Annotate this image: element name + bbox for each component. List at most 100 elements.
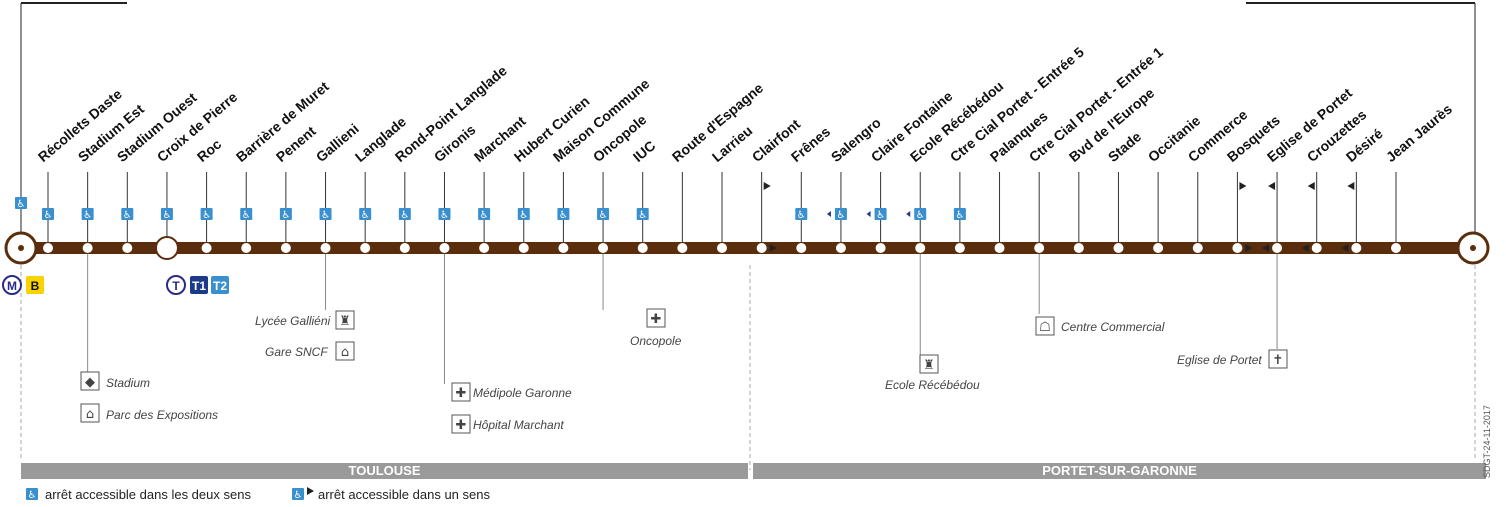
tram-icon-label: T xyxy=(172,279,180,293)
accessible-both-icon-glyph: ♿ xyxy=(559,210,568,221)
accessible-one-icon xyxy=(834,208,847,220)
accessible-both-icon-glyph: ♿ xyxy=(242,210,251,221)
legend-accessible-one-icon-glyph: ♿ xyxy=(294,490,303,501)
accessible-both-icon-glyph: ♿ xyxy=(955,210,964,221)
accessible-both-icon-glyph: ♿ xyxy=(797,210,806,221)
legend-direction-arrow xyxy=(307,487,314,495)
line-track xyxy=(21,242,1473,254)
direction-arrow-icon xyxy=(906,211,911,217)
poi-label-oncopole: Oncopole xyxy=(630,334,682,348)
poi-label-eglise: Eglise de Portet xyxy=(1177,353,1262,367)
accessible-both-icon-glyph: ♿ xyxy=(480,210,489,221)
shop-icon-glyph: ☖ xyxy=(1039,320,1051,335)
stop-dot xyxy=(756,243,767,253)
accessible-both-icon xyxy=(636,208,649,220)
accessible-both-icon xyxy=(478,208,491,220)
stop-dot xyxy=(43,243,53,253)
accessible-both-icon xyxy=(279,208,292,220)
museum-icon-glyph: ⌂ xyxy=(86,407,94,422)
accessible-both-icon xyxy=(81,208,94,220)
stop-dot xyxy=(320,243,331,253)
stop-dot xyxy=(1192,243,1203,253)
school-icon xyxy=(335,310,355,330)
hospital-icon-2 xyxy=(451,414,471,434)
accessible-both-icon-glyph: ♿ xyxy=(638,210,647,221)
poi-label-centre-commercial: Centre Commercial xyxy=(1061,320,1165,334)
stop-dot xyxy=(280,243,291,253)
accessible-one-icon-glyph: ♿ xyxy=(876,210,885,221)
direction-flag xyxy=(1268,182,1276,190)
stop-dot xyxy=(399,243,410,253)
stop-dot xyxy=(360,243,371,253)
poi-label-medipole: Médipole Garonne xyxy=(473,386,572,400)
accessible-both-icon xyxy=(953,208,966,220)
stop-dot xyxy=(994,243,1005,253)
accessible-one-icon xyxy=(874,208,887,220)
direction-flag xyxy=(1307,182,1315,190)
direction-flag xyxy=(763,182,771,190)
accessible-one-icon-glyph: ♿ xyxy=(836,210,845,221)
legend-accessible-one-icon xyxy=(292,488,304,500)
church-icon xyxy=(1268,349,1288,369)
stop-dot xyxy=(717,243,727,253)
terminus-dot xyxy=(1470,245,1476,251)
accessible-both-icon xyxy=(240,208,253,220)
accessible-both-icon xyxy=(359,208,372,220)
accessible-both-icon-glyph: ♿ xyxy=(83,210,92,221)
accessible-both-icon xyxy=(517,208,530,220)
stop-dot xyxy=(1232,243,1243,253)
accessible-both-icon-glyph: ♿ xyxy=(44,210,53,221)
tram-line-badge-1-label: T1 xyxy=(192,279,206,293)
accessible-both-icon xyxy=(398,208,411,220)
accessible-both-icon xyxy=(160,208,173,220)
legend-accessible-both-icon-glyph: ♿ xyxy=(28,490,37,501)
stop-dot xyxy=(796,243,807,253)
stop-dot xyxy=(1272,243,1283,253)
hospital-icon xyxy=(451,382,471,402)
commune-label-right: PORTET-SUR-GARONNE xyxy=(1042,463,1197,478)
accessible-both-icon xyxy=(319,208,332,220)
train-icon-glyph: ⌂ xyxy=(341,345,349,360)
tram-line-badge-2 xyxy=(211,276,229,294)
tram-line-badge-1 xyxy=(190,276,208,294)
tram-icon xyxy=(166,275,186,295)
school-icon-2-glyph: ♜ xyxy=(923,358,935,373)
accessible-both-icon-glyph: ♿ xyxy=(519,210,528,221)
metro-line-badge xyxy=(26,276,44,294)
commune-band-left xyxy=(21,463,748,479)
museum-icon xyxy=(80,403,100,423)
direction-flag xyxy=(1347,182,1355,190)
health-icon xyxy=(646,308,666,328)
stop-dot xyxy=(558,243,569,253)
accessible-both-icon xyxy=(557,208,570,220)
stop-dot xyxy=(518,243,529,253)
track-arrow xyxy=(1262,244,1270,252)
document-code: SDGT-24-11-2017 xyxy=(1482,405,1492,478)
health-icon-glyph: ✚ xyxy=(651,312,662,327)
stop-dot xyxy=(1391,243,1401,253)
school-icon-glyph: ♜ xyxy=(339,314,351,329)
commune-band-right xyxy=(753,463,1486,479)
poi-label-parc-expositions: Parc des Expositions xyxy=(106,408,219,422)
accessible-terminus-icon xyxy=(15,197,27,209)
poi-label-lycee-gallieni: Lycée Galliéni xyxy=(255,314,331,328)
stop-dot xyxy=(1113,243,1124,253)
stop-dot xyxy=(835,243,846,253)
track-arrow xyxy=(1341,244,1349,252)
stop-dot xyxy=(241,243,252,253)
accessible-both-icon xyxy=(200,208,213,220)
hospital-icon-glyph: ✚ xyxy=(456,386,467,401)
stop-dot xyxy=(1351,243,1362,253)
stop-dot xyxy=(598,243,609,253)
church-icon-glyph: ✝ xyxy=(1273,353,1284,368)
stop-dot xyxy=(82,243,93,253)
track-arrow xyxy=(1301,244,1309,252)
accessible-both-icon xyxy=(42,208,54,220)
legend-accessible-both-icon xyxy=(26,488,38,500)
metro-icon xyxy=(2,275,22,295)
stop-dot xyxy=(875,243,886,253)
terminus-dot xyxy=(18,245,24,251)
legend-both-label: arrêt accessible dans les deux sens xyxy=(45,487,251,502)
track-arrow xyxy=(769,244,777,252)
